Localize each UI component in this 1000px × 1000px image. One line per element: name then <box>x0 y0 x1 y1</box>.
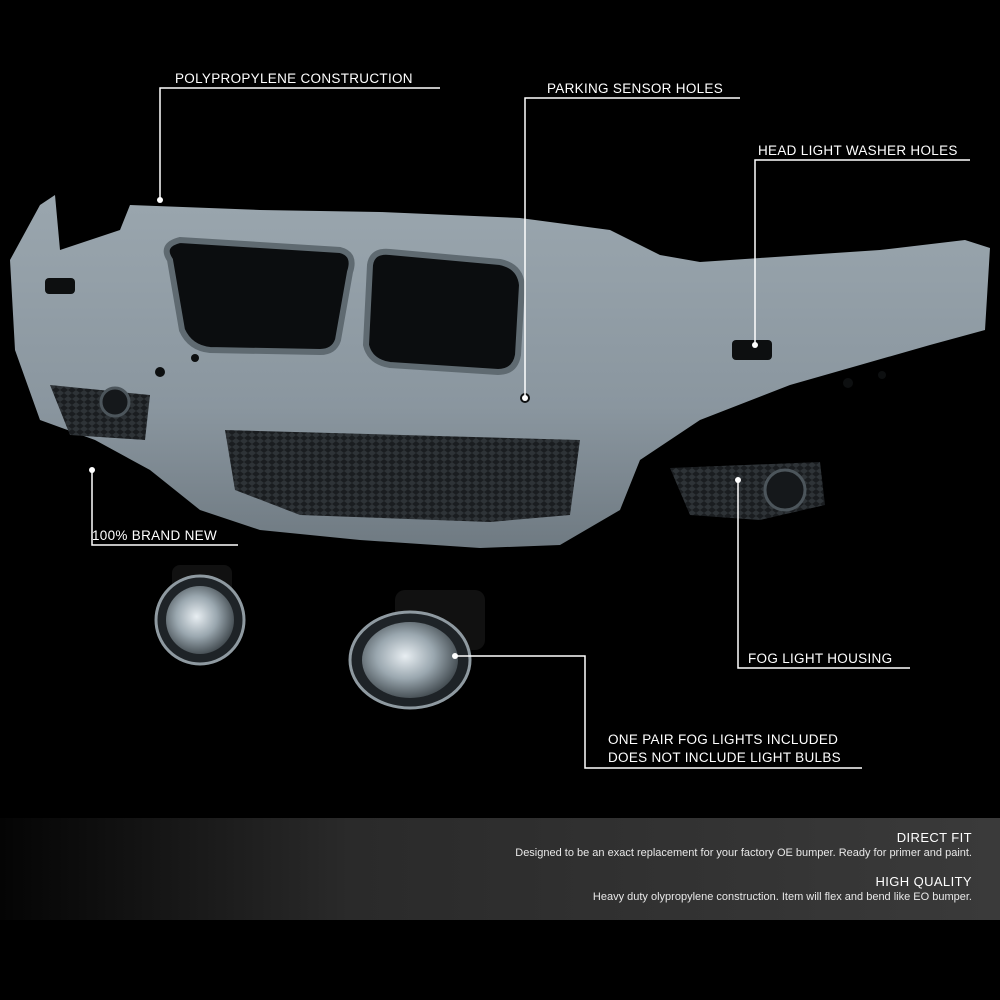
callout-parking-sensor-text: PARKING SENSOR HOLES <box>547 81 724 96</box>
callout-washer-holes: HEAD LIGHT WASHER HOLES <box>758 142 958 160</box>
leader-fog-housing <box>737 480 910 669</box>
feature-heading: DIRECT FIT <box>896 830 972 845</box>
callout-fog-pair-line2: DOES NOT INCLUDE LIGHT BULBS <box>608 750 841 765</box>
callout-fog-housing: FOG LIGHT HOUSING <box>748 650 892 668</box>
leader-fog-pair <box>455 655 862 769</box>
leader-brand-new <box>91 470 238 546</box>
callout-brand-new-text: 100% BRAND NEW <box>92 528 217 543</box>
leader-parking-sensor <box>524 97 740 398</box>
callout-fog-housing-text: FOG LIGHT HOUSING <box>748 651 893 666</box>
callout-polypropylene: POLYPROPYLENE CONSTRUCTION <box>175 70 413 88</box>
feature-direct-fit: DIRECT FIT Designed to be an exact repla… <box>515 830 972 861</box>
sensor-hole <box>878 371 886 379</box>
feature-description: Designed to be an exact replacement for … <box>515 847 972 859</box>
callout-fog-pair-line1: ONE PAIR FOG LIGHTS INCLUDED <box>608 732 839 747</box>
washer-hole <box>732 340 772 360</box>
washer-hole <box>45 278 75 294</box>
lower-center-grille <box>225 430 580 522</box>
feature-high-quality: HIGH QUALITY Heavy duty olypropylene con… <box>593 874 972 905</box>
left-kidney-grille <box>163 236 355 356</box>
callout-fog-pair: ONE PAIR FOG LIGHTS INCLUDED DOES NOT IN… <box>608 731 841 767</box>
callout-polypropylene-text: POLYPROPYLENE CONSTRUCTION <box>175 71 413 86</box>
sensor-hole <box>191 354 199 362</box>
sensor-hole <box>843 378 853 388</box>
feature-band: DIRECT FIT Designed to be an exact repla… <box>0 818 1000 920</box>
leader-polypropylene <box>159 87 440 200</box>
callout-parking-sensor: PARKING SENSOR HOLES <box>547 80 723 98</box>
fog-light-right <box>348 590 485 710</box>
callout-brand-new: 100% BRAND NEW <box>92 527 217 545</box>
right-kidney-grille <box>362 248 526 376</box>
feature-heading: HIGH QUALITY <box>875 874 972 889</box>
leader-washer <box>754 159 970 345</box>
feature-description: Heavy duty olypropylene construction. It… <box>592 891 972 903</box>
sensor-hole <box>155 367 165 377</box>
callout-washer-holes-text: HEAD LIGHT WASHER HOLES <box>758 143 958 158</box>
fog-light-left <box>154 565 246 666</box>
